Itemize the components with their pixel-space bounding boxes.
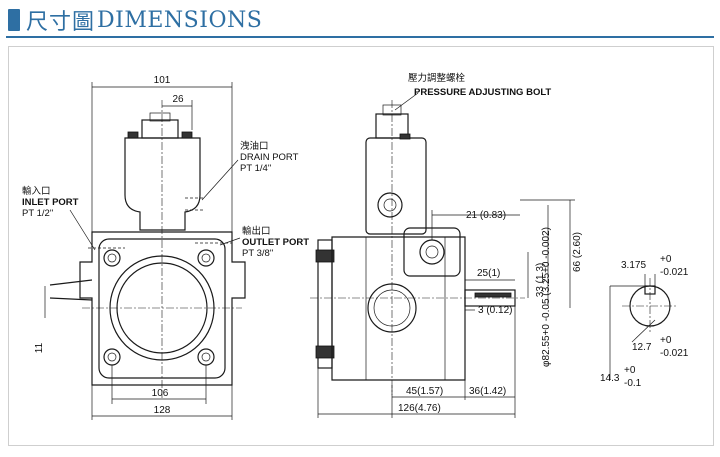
dim-phi: φ82.55+0 -0.05 (3.25+0 -0.002): [541, 227, 552, 367]
page-title: 尺寸圖 DIMENSIONS: [8, 2, 262, 38]
drain-leader: [201, 159, 239, 201]
side-drain-port-outer: [377, 192, 403, 218]
front-bolt-seal-left: [127, 131, 139, 139]
front-bolt-head: [141, 119, 179, 139]
bolt-label-en: PRESSURE ADJUSTING BOLT: [414, 87, 551, 98]
front-bolt-cap: [149, 112, 171, 122]
side-drain-port-inner: [383, 198, 397, 212]
dim-101: 101: [154, 75, 171, 86]
front-view: 101 26 106 128 11 洩油口 DRAIN PORT PT 1/4": [22, 75, 309, 420]
dim-3: 3 (0.12): [478, 305, 512, 316]
dim-106: 106: [152, 388, 169, 399]
dim-11: 11: [34, 342, 45, 353]
front-top-housing: [124, 137, 201, 231]
dim-26: 26: [172, 94, 184, 105]
side-body-division: [365, 237, 446, 380]
dim-126: 126(4.76): [398, 403, 441, 414]
dim-dia-leader: [631, 319, 656, 343]
dim-128: 128: [154, 405, 171, 416]
dim-key-tol-upper: +0: [660, 254, 672, 265]
front-inlet-pipe: [49, 279, 93, 301]
dim-shaft-height: 14.3: [600, 373, 620, 384]
dim-dia-tol-lower: -0.021: [660, 348, 689, 359]
outlet-port-cjk: 輸出口: [242, 225, 271, 237]
bolt-label-cjk: 壓力調整螺栓: [408, 72, 466, 84]
inlet-port-en: INLET PORT: [22, 197, 79, 208]
dim-45: 45(1.57): [406, 386, 443, 397]
drain-port-thread: PT 1/4": [240, 163, 271, 174]
side-bolt-seal: [399, 133, 411, 140]
title-en: DIMENSIONS: [97, 7, 263, 33]
title-cjk: 尺寸圖: [26, 10, 96, 35]
dim-key-width: 3.175: [621, 260, 646, 271]
drawing-frame: [8, 46, 714, 446]
side-view: 壓力調整螺栓 PRESSURE ADJUSTING BOLT 21 (0.83)…: [310, 72, 583, 418]
drain-port-cjk: 洩油口: [240, 140, 269, 152]
inlet-port-thread: PT 1/2": [22, 208, 53, 219]
dim-height-tol-lower: -0.1: [624, 378, 642, 389]
side-outlet-port-outer: [419, 239, 445, 265]
side-shaft-key: [474, 292, 512, 298]
square-bullet-icon: [8, 9, 20, 31]
dim-25: 25(1): [477, 268, 500, 279]
dim-33: 33 (1.3): [535, 263, 546, 297]
inlet-leader: [69, 209, 96, 251]
dim-dia-tol-upper: +0: [660, 335, 672, 346]
shaft-section: 3.175 +0 -0.021 12.7 +0 -0.021 14.3 +0 -…: [600, 254, 689, 389]
dim-21: 21 (0.83): [466, 210, 506, 221]
front-bolt-seal-right: [181, 131, 193, 139]
outlet-leader: [219, 237, 241, 246]
side-flange-seal-bottom: [315, 345, 335, 359]
dim-shaft-dia: 12.7: [632, 342, 652, 353]
inlet-port-cjk: 輸入口: [22, 185, 51, 197]
dim-66: 66 (2.60): [572, 232, 583, 272]
front-bolt-hole-bl: [103, 348, 121, 366]
front-bolt-hole-tr: [197, 249, 215, 267]
dim-36: 36(1.42): [469, 386, 506, 397]
outlet-port-en: OUTLET PORT: [242, 237, 309, 248]
side-outlet-port-inner: [425, 245, 439, 259]
dim-height-tol-upper: +0: [624, 365, 636, 376]
side-top-housing: [365, 137, 427, 235]
front-bolt-hole-br: [197, 348, 215, 366]
outlet-port-thread: PT 3/8": [242, 248, 273, 259]
title-underline: [6, 36, 714, 38]
side-flange-seal-top: [315, 249, 335, 263]
dim-key-tol-lower: -0.021: [660, 267, 689, 278]
drain-port-en: DRAIN PORT: [240, 152, 299, 163]
bolt-leader: [394, 92, 419, 111]
front-bolt-hole-tl: [103, 249, 121, 267]
